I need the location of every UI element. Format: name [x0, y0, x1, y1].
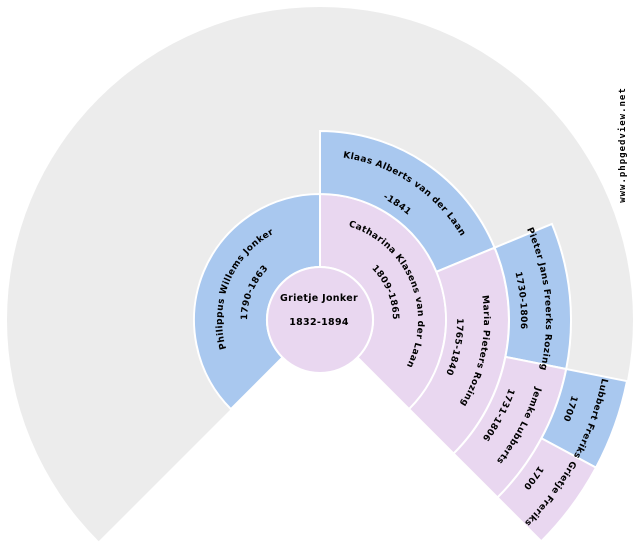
center-person-name: Grietje Jonker	[280, 293, 358, 304]
segment-great-great-grandmother[interactable]	[496, 436, 598, 543]
center-person-circle[interactable]	[266, 266, 374, 374]
watermark-phpgedview: www.phpgedview.net	[617, 87, 628, 203]
center-person-dates: 1832-1894	[289, 317, 349, 328]
